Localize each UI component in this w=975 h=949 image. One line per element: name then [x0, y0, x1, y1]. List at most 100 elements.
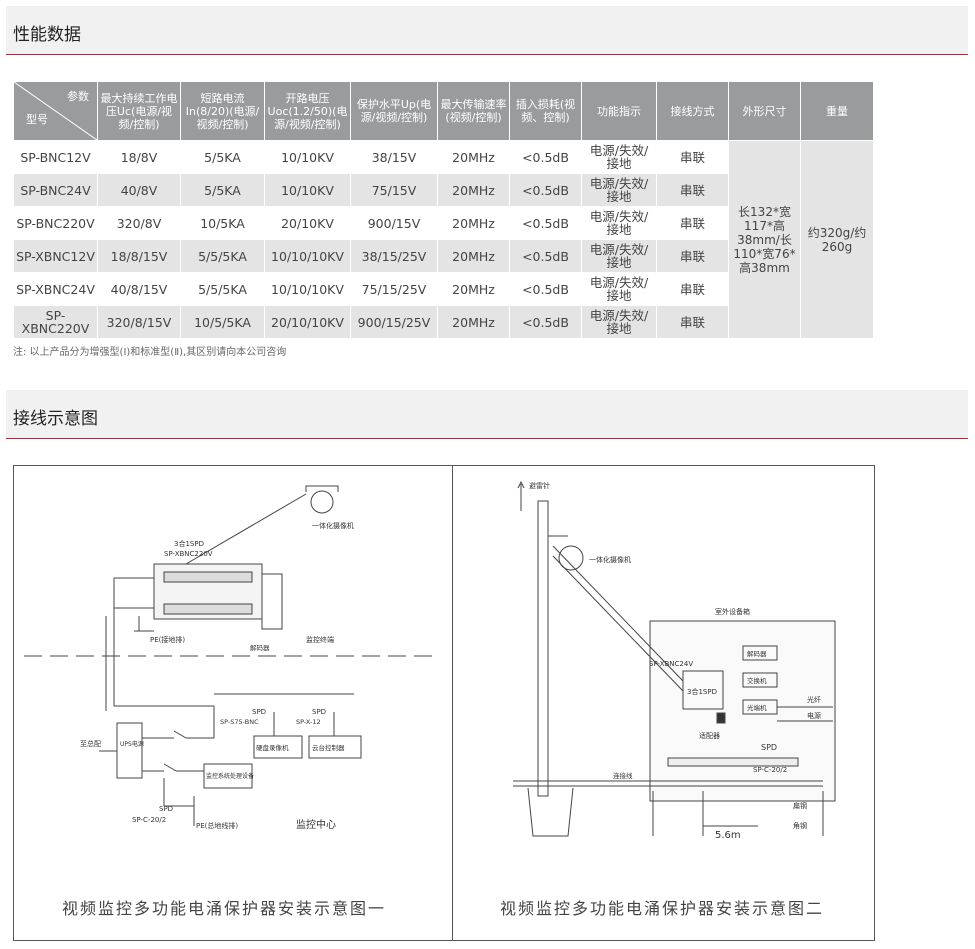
- cell-indicator: 电源/失效/接地: [581, 305, 657, 339]
- cell-loss: <0.5dB: [509, 305, 582, 339]
- d1-spd-x12: SPD: [312, 708, 326, 716]
- cell-up: 75/15/25V: [350, 272, 438, 306]
- cell-loss: <0.5dB: [509, 272, 582, 306]
- header-in: 短路电流In(8/20)(电源/视频/控制): [180, 81, 265, 141]
- header-indicator: 功能指示: [581, 81, 657, 141]
- cell-model: SP-XBNC24V: [13, 272, 98, 306]
- d1-ptz-label: 云台控制器: [312, 743, 345, 752]
- cell-wiring: 串联: [656, 239, 729, 273]
- d2-flat-steel-label: 扁钢: [793, 801, 807, 810]
- cell-uc: 18/8/15V: [97, 239, 181, 273]
- diagram-one-caption: 视频监控多功能电涌保护器安装示意图一: [62, 899, 387, 918]
- cell-rate: 20MHz: [437, 305, 510, 339]
- header-up: 保护水平Up(电源/视频/控制): [350, 81, 438, 141]
- cell-wiring: 串联: [656, 140, 729, 174]
- d2-switch-label: 交换机: [747, 676, 767, 685]
- d1-camera-label: 一体化摄像机: [312, 521, 354, 530]
- cell-wiring: 串联: [656, 206, 729, 240]
- d1-pe-total-label: PE(总地线排): [196, 821, 238, 830]
- corner-model-label: 型号: [26, 113, 48, 126]
- cell-uoc: 10/10KV: [264, 140, 351, 174]
- cell-wiring: 串联: [656, 173, 729, 207]
- performance-section-header: 性能数据: [6, 6, 968, 55]
- d1-terminal-label: 监控终端: [306, 635, 334, 644]
- cell-uc: 40/8/15V: [97, 272, 181, 306]
- d1-center-label: 监控中心: [296, 818, 336, 831]
- corner-param-label: 参数: [67, 90, 89, 103]
- foundation: [527, 787, 574, 837]
- header-rate: 最大传输速率(视频/控制): [437, 81, 510, 141]
- d1-to-main-label: 至总配: [80, 739, 101, 748]
- lightning-rod-icon: [517, 480, 525, 489]
- cell-rate: 20MHz: [437, 140, 510, 174]
- cell-loss: <0.5dB: [509, 140, 582, 174]
- wiring-section-title: 接线示意图: [13, 409, 98, 429]
- cell-loss: <0.5dB: [509, 173, 582, 207]
- cell-in: 5/5/5KA: [180, 272, 265, 306]
- d1-spd-c: SPD: [159, 805, 173, 813]
- d2-adapter-label: 适配器: [699, 731, 720, 740]
- d1-pe-bar-label: PE(接地排): [150, 635, 185, 644]
- cell-indicator: 电源/失效/接地: [581, 173, 657, 207]
- d2-model-label: SP-XBNC24V: [649, 660, 693, 668]
- header-weight: 重量: [800, 81, 874, 141]
- cell-wiring: 串联: [656, 305, 729, 339]
- wiring-section-header: 接线示意图: [6, 390, 968, 439]
- wiring-diagrams: 一体化摄像机 3合1SPD SP-XBNC220V 解码器 PE(接地排) 监控…: [13, 465, 875, 941]
- spd3-box: [682, 670, 724, 710]
- d1-spd-x12-model: SP-X-12: [296, 718, 321, 726]
- performance-table: 参数 型号 最大持续工作电压Uc(电源/视频/控制) 短路电流In(8/20)(…: [13, 81, 874, 339]
- header-dimensions: 外形尺寸: [728, 81, 801, 141]
- cell-indicator: 电源/失效/接地: [581, 239, 657, 273]
- d2-outdoor-box-label: 室外设备箱: [715, 607, 750, 616]
- cell-in: 5/5KA: [180, 140, 265, 174]
- cell-uoc: 20/10/10KV: [264, 305, 351, 339]
- d2-spd3-label: 3合1SPD: [687, 687, 717, 696]
- d2-transceiver-label: 光端机: [747, 703, 767, 712]
- table-row: SP-BNC12V 18/8V 5/5KA 10/10KV 38/15V 20M…: [13, 140, 874, 339]
- d1-spd-s75: SPD: [252, 708, 266, 716]
- d2-camera-label: 一体化摄像机: [589, 555, 631, 564]
- d1-spd-model: SP-XBNC220V: [164, 550, 213, 558]
- switch-box: [742, 672, 778, 688]
- camera-mount-icon: [305, 485, 339, 492]
- header-loss: 插入损耗(视频、控制): [509, 81, 582, 141]
- header-uoc: 开路电压Uoc(1.2/50)(电源/视频/控制): [264, 81, 351, 141]
- diagram-one: 一体化摄像机 3合1SPD SP-XBNC220V 解码器 PE(接地排) 监控…: [24, 485, 434, 831]
- cell-weight: 约320g/约260g: [800, 140, 874, 339]
- dome-camera-icon: [558, 545, 584, 571]
- pole: [537, 500, 549, 797]
- cell-uc: 40/8V: [97, 173, 181, 207]
- cell-model: SP-XBNC12V: [13, 239, 98, 273]
- d2-decoder-label: 解码器: [747, 649, 767, 658]
- cell-wiring: 串联: [656, 272, 729, 306]
- ups-box: [116, 722, 143, 779]
- cell-rate: 20MHz: [437, 272, 510, 306]
- cell-in: 5/5/5KA: [180, 239, 265, 273]
- ptz-box: [308, 735, 362, 759]
- cell-uc: 320/8V: [97, 206, 181, 240]
- cell-up: 900/15V: [350, 206, 438, 240]
- cell-rate: 20MHz: [437, 206, 510, 240]
- d1-spd-title: 3合1SPD: [174, 539, 204, 548]
- diagram-divider: [452, 466, 453, 940]
- d2-angle-steel-label: 角钢: [793, 821, 807, 830]
- cell-up: 38/15V: [350, 140, 438, 174]
- adapter-icon: [716, 712, 726, 724]
- d2-spd-label: SPD: [761, 743, 777, 752]
- d2-power-label: 电源: [807, 711, 821, 720]
- cell-up: 75/15V: [350, 173, 438, 207]
- cell-in: 5/5KA: [180, 173, 265, 207]
- cell-uoc: 10/10/10KV: [264, 239, 351, 273]
- dome-camera-icon: [310, 490, 334, 514]
- diagram-two-caption: 视频监控多功能电涌保护器安装示意图二: [500, 899, 825, 918]
- d1-dvr-label: 硬盘录像机: [256, 743, 289, 752]
- d2-lightning-rod-label: 避雷针: [529, 481, 550, 490]
- processor-box: [203, 763, 253, 789]
- cell-model: SP-BNC220V: [13, 206, 98, 240]
- cell-indicator: 电源/失效/接地: [581, 206, 657, 240]
- cell-model: SP-BNC24V: [13, 173, 98, 207]
- cell-uoc: 20/10KV: [264, 206, 351, 240]
- d1-processor-label: 监控系统处理设备: [206, 772, 254, 780]
- cell-up: 900/15/25V: [350, 305, 438, 339]
